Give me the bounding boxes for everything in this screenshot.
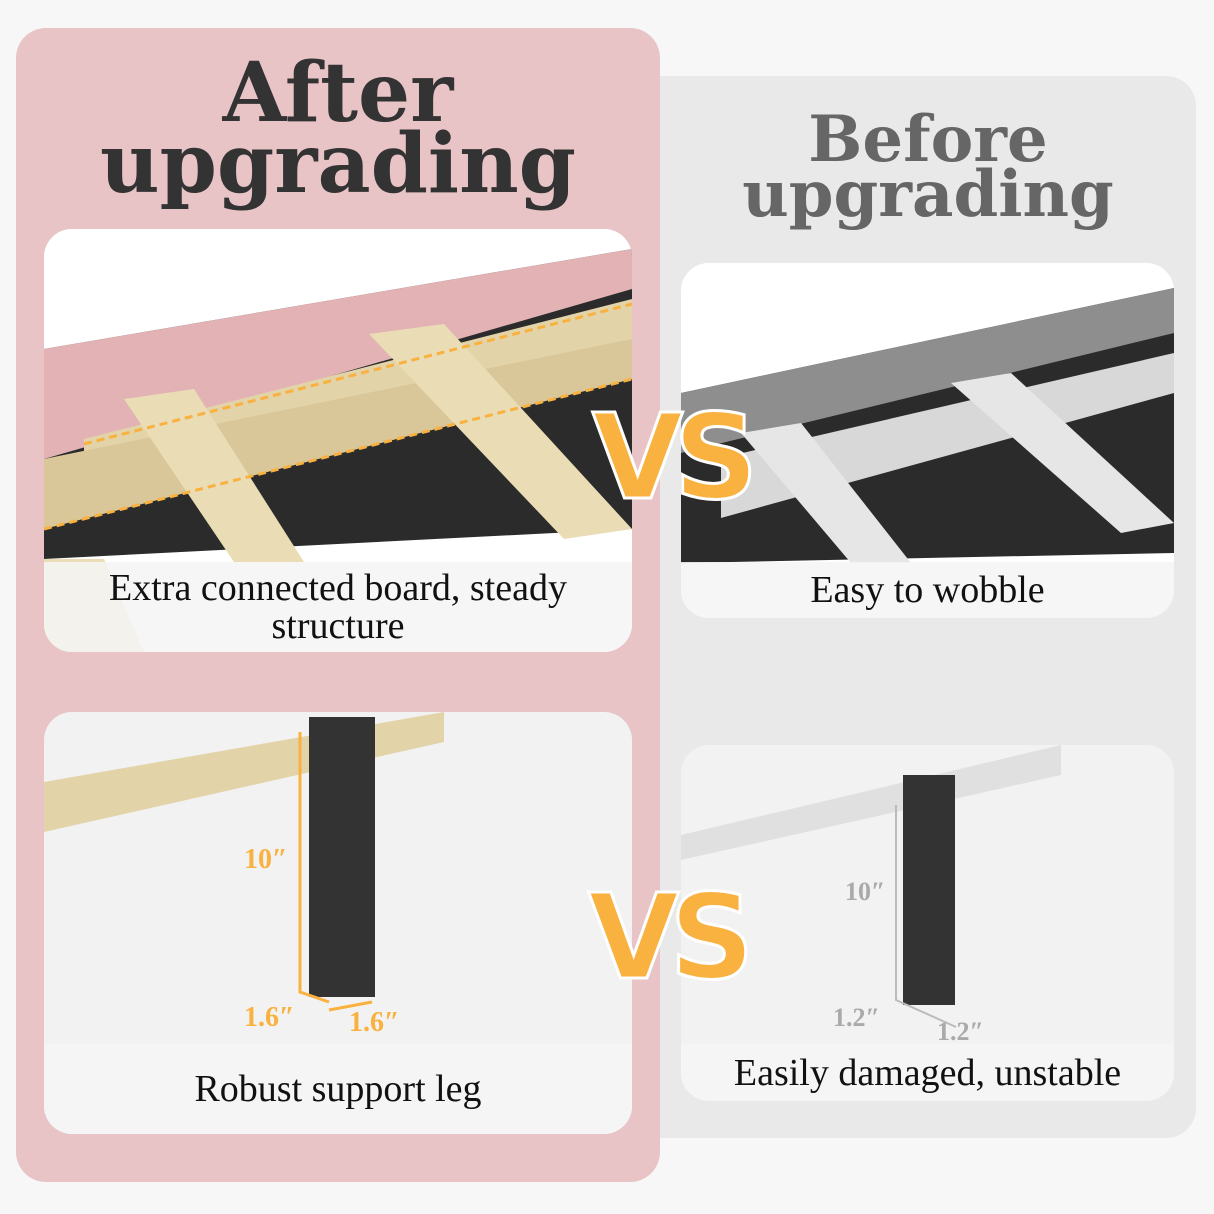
before-leg-depth: 1.2″ xyxy=(937,1017,984,1046)
after-title: After upgrading xyxy=(99,45,577,212)
before-leg-width: 1.2″ xyxy=(833,1003,880,1032)
before-slat-image: Easy to wobble xyxy=(681,263,1174,618)
before-leg-image: 10″ 1.2″ 1.2″ Easily damaged, unstable xyxy=(681,745,1174,1101)
after-slat-image: Extra connected board, steady structure xyxy=(44,229,632,652)
after-leg-image: 10″ 1.6″ 1.6″ Robust support leg xyxy=(44,712,632,1134)
before-slat-caption: Easy to wobble xyxy=(681,562,1174,618)
after-leg-depth: 1.6″ xyxy=(349,1007,400,1038)
before-leg-height: 10″ xyxy=(845,877,886,906)
vs-label-top: VS xyxy=(590,388,759,526)
after-leg-caption: Robust support leg xyxy=(44,1044,632,1134)
before-leg-caption: Easily damaged, unstable xyxy=(681,1044,1174,1101)
after-slat-caption: Extra connected board, steady structure xyxy=(44,562,632,652)
vs-label-bottom: VS xyxy=(586,868,755,1006)
after-leg-height: 10″ xyxy=(244,844,288,875)
after-leg-width: 1.6″ xyxy=(244,1002,295,1033)
before-title: Before upgrading xyxy=(742,102,1114,233)
